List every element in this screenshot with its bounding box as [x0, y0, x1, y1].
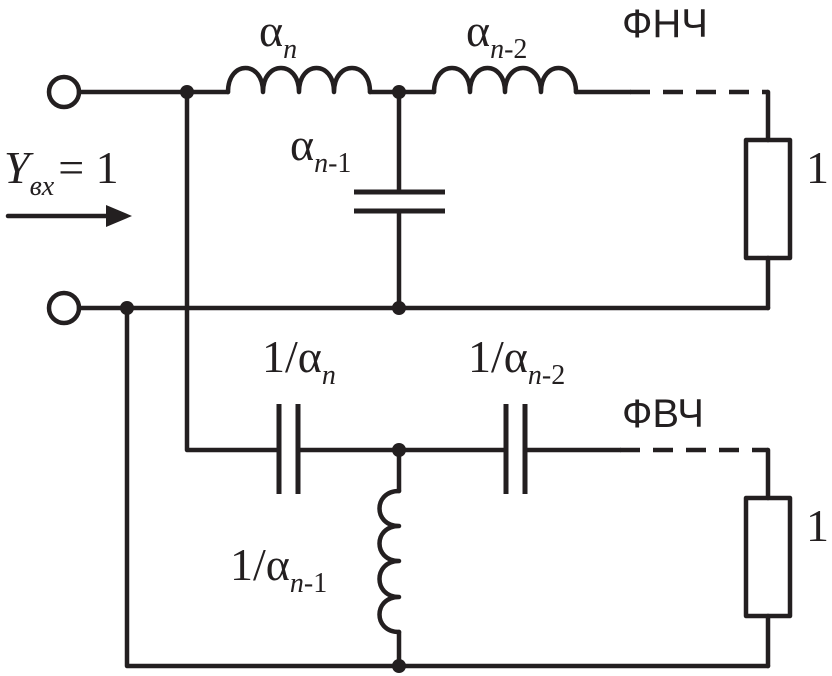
lpf-shunt-capacitor — [354, 189, 445, 214]
hpf-capacitor-1 — [276, 404, 301, 494]
lpf-label: ФНЧ — [622, 2, 708, 46]
junction-dot — [120, 301, 134, 315]
junction-dot — [392, 301, 406, 315]
lpf-inductor-2 — [431, 65, 579, 95]
hpf-capacitor-2 — [503, 404, 528, 494]
junction-dot — [392, 659, 406, 673]
junction-dot — [392, 443, 406, 457]
hpf-load-label: 1 — [806, 500, 829, 551]
input-arrow-head — [106, 205, 132, 227]
input-admittance-label: Yвх= 1 — [4, 142, 119, 202]
hpf-top-feed-wire — [184, 89, 282, 453]
input-terminal-bottom — [46, 290, 82, 326]
input-terminal-top — [46, 74, 82, 110]
hpf-shunt-inductor — [377, 488, 402, 635]
lpf-inductor-2-label: αn-2 — [466, 5, 527, 65]
lpf-inductor-1 — [225, 65, 373, 95]
hpf-label: ФВЧ — [622, 392, 704, 436]
hpf-capacitor-2-label: 1/αn-2 — [468, 331, 565, 391]
hpf-inductor-label: 1/αn-1 — [230, 539, 327, 599]
junction-dot — [392, 85, 406, 99]
lpf-capacitor-label: αn-1 — [290, 119, 351, 179]
hpf-load-resistor — [743, 495, 793, 619]
lpf-load-label: 1 — [806, 142, 829, 193]
hpf-bottom-feed-wire — [124, 305, 771, 669]
lpf-load-resistor — [743, 137, 793, 261]
lpf-inductor-1-label: αn — [259, 5, 297, 65]
hpf-capacitor-1-label: 1/αn — [262, 331, 336, 391]
junction-dot — [180, 85, 194, 99]
